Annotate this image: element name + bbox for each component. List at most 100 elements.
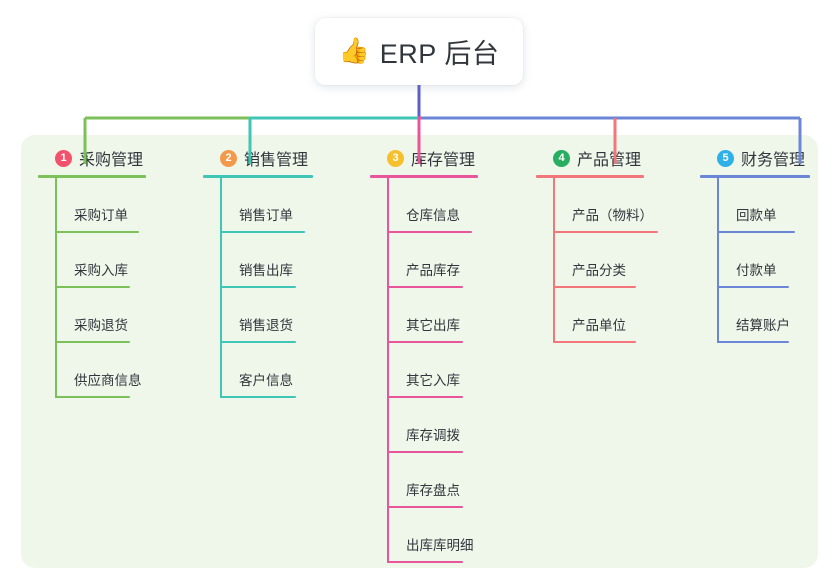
leaf-item-label: 仓库信息 [406,208,460,223]
leaf-item[interactable]: 其它出库 [370,288,478,343]
leaf-item[interactable]: 客户信息 [203,343,313,398]
leaf-item-label: 库存调拨 [406,428,460,443]
leaf-item-rule [553,341,636,343]
column-5[interactable]: 5 财务管理回款单付款单结算账户 [700,146,810,343]
leaf-item[interactable]: 销售出库 [203,233,313,288]
column-trunk-line-4 [553,178,555,343]
leaf-item-rule [387,396,463,398]
leaf-item-label: 采购入库 [74,263,128,278]
leaf-item-label: 回款单 [736,208,777,223]
leaf-item-label: 产品（物料） [572,208,653,223]
leaf-item-label: 出库库明细 [406,538,474,553]
column-2[interactable]: 2 销售管理销售订单销售出库销售退货客户信息 [203,146,313,398]
column-header-5[interactable]: 5 财务管理 [700,146,810,170]
column-header-rule-1 [38,175,146,178]
leaf-item-label: 供应商信息 [74,373,142,388]
leaf-item[interactable]: 采购退货 [38,288,146,343]
leaf-item[interactable]: 回款单 [700,178,810,233]
leaf-item-label: 客户信息 [239,373,293,388]
leaf-item-rule [55,396,130,398]
leaf-item-label: 产品单位 [572,318,626,333]
leaf-item[interactable]: 供应商信息 [38,343,146,398]
leaf-item-label: 库存盘点 [406,483,460,498]
leaf-item[interactable]: 出库库明细 [370,508,478,563]
column-header-rule-5 [700,175,810,178]
leaf-item-label: 其它出库 [406,318,460,333]
leaf-item[interactable]: 销售订单 [203,178,313,233]
leaf-item-rule [387,231,472,233]
column-items-2: 销售订单销售出库销售退货客户信息 [203,178,313,398]
diagram-panel [21,135,818,568]
leaf-item-rule [387,451,463,453]
column-header-3[interactable]: 3 库存管理 [370,146,478,170]
leaf-item[interactable]: 产品库存 [370,233,478,288]
column-trunk-line-1 [55,178,57,398]
leaf-item-rule [220,231,305,233]
leaf-item-rule [387,286,463,288]
column-header-2[interactable]: 2 销售管理 [203,146,313,170]
column-badge-5: 5 [717,149,734,167]
column-3[interactable]: 3 库存管理仓库信息产品库存其它出库其它入库库存调拨库存盘点出库库明细 [370,146,478,563]
leaf-item-label: 产品库存 [406,263,460,278]
leaf-item-label: 产品分类 [572,263,626,278]
leaf-item-label: 付款单 [736,263,777,278]
leaf-item-label: 结算账户 [736,318,790,333]
column-header-1[interactable]: 1 采购管理 [38,146,146,170]
root-node[interactable]: 👍 ERP 后台 [315,18,523,85]
leaf-item-rule [220,396,296,398]
leaf-item[interactable]: 采购入库 [38,233,146,288]
leaf-item-rule [717,231,795,233]
column-items-5: 回款单付款单结算账户 [700,178,810,343]
leaf-item-rule [717,286,789,288]
column-trunk-line-5 [717,178,719,343]
leaf-item-rule [553,231,658,233]
column-title-5: 财务管理 [741,152,806,169]
leaf-item-label: 采购退货 [74,318,128,333]
column-trunk-line-3 [387,178,389,563]
column-title-4: 产品管理 [577,152,642,169]
column-title-2: 销售管理 [244,152,309,169]
leaf-item[interactable]: 结算账户 [700,288,810,343]
leaf-item[interactable]: 库存盘点 [370,453,478,508]
root-title: ERP 后台 [379,39,500,69]
column-badge-3: 3 [387,149,404,167]
leaf-item-rule [55,286,130,288]
column-badge-2: 2 [220,149,237,167]
leaf-item[interactable]: 采购订单 [38,178,146,233]
column-header-rule-4 [536,175,644,178]
thumbs-up-icon: 👍 [338,37,370,65]
leaf-item[interactable]: 付款单 [700,233,810,288]
leaf-item-rule [55,231,139,233]
leaf-item[interactable]: 产品分类 [536,233,644,288]
leaf-item-rule [387,561,463,563]
leaf-item-rule [220,286,296,288]
column-items-1: 采购订单采购入库采购退货供应商信息 [38,178,146,398]
leaf-item-rule [553,286,636,288]
leaf-item-label: 销售退货 [239,318,293,333]
column-header-rule-3 [370,175,478,178]
leaf-item[interactable]: 产品（物料） [536,178,658,233]
leaf-item[interactable]: 其它入库 [370,343,478,398]
leaf-item-label: 采购订单 [74,208,128,223]
column-title-1: 采购管理 [79,152,144,169]
leaf-item[interactable]: 销售退货 [203,288,313,343]
column-items-4: 产品（物料） 产品分类产品单位 [536,178,658,343]
column-header-rule-2 [203,175,313,178]
leaf-item-rule [387,341,463,343]
leaf-item[interactable]: 库存调拨 [370,398,478,453]
leaf-item-label: 其它入库 [406,373,460,388]
column-items-3: 仓库信息产品库存其它出库其它入库库存调拨库存盘点出库库明细 [370,178,478,563]
column-1[interactable]: 1 采购管理采购订单采购入库采购退货供应商信息 [38,146,146,398]
column-trunk-line-2 [220,178,222,398]
leaf-item[interactable]: 仓库信息 [370,178,478,233]
leaf-item-rule [220,341,296,343]
leaf-item[interactable]: 产品单位 [536,288,644,343]
leaf-item-rule [55,341,130,343]
column-badge-1: 1 [55,149,72,167]
column-title-3: 库存管理 [411,152,476,169]
leaf-item-label: 销售出库 [239,263,293,278]
leaf-item-rule [387,506,463,508]
